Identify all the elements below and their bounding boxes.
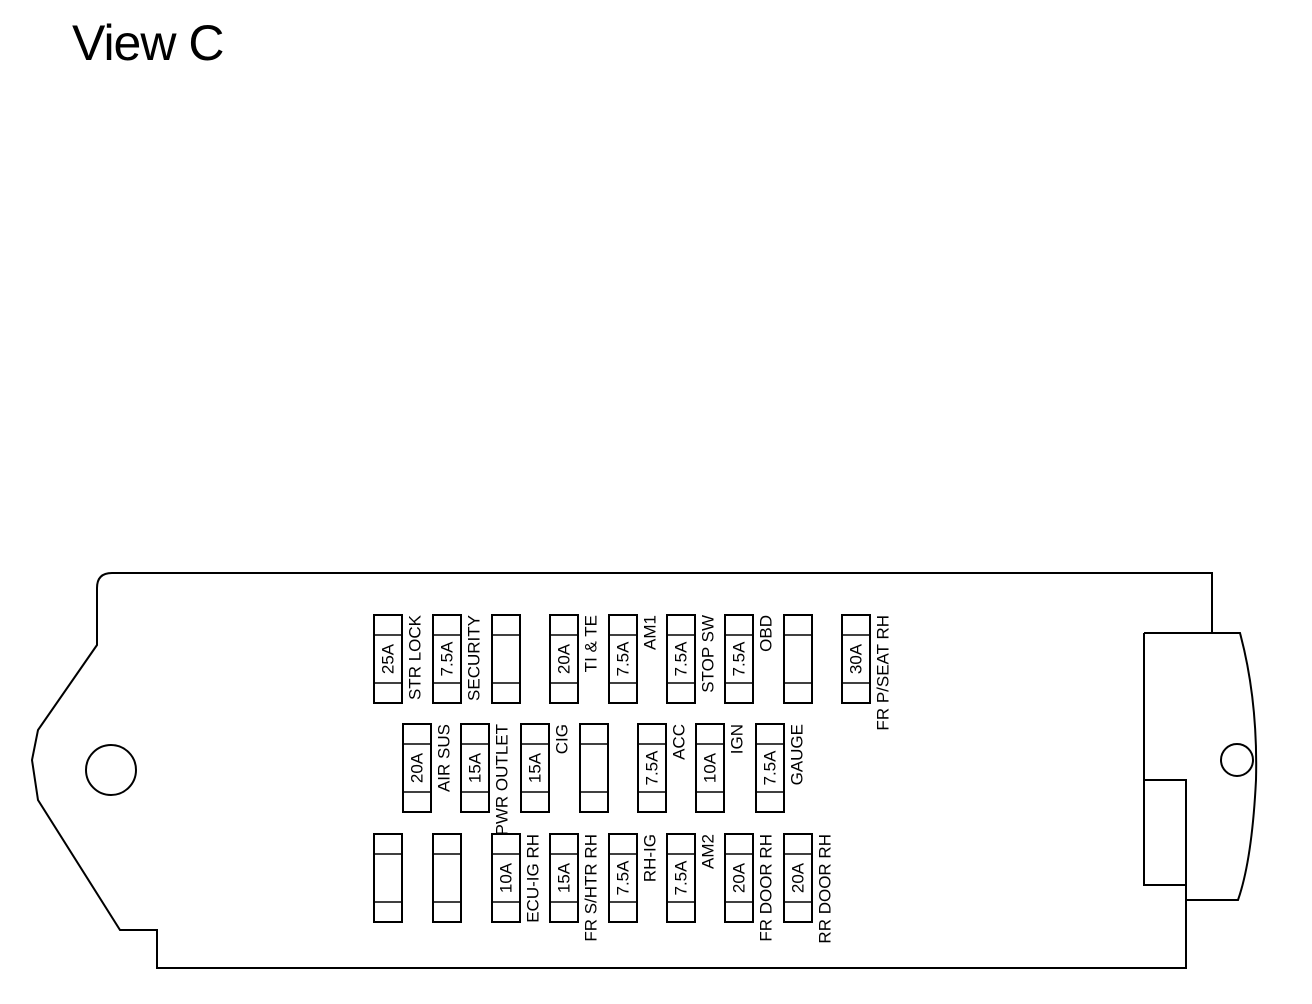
- fuse-slot: 7.5A STOP SW: [666, 614, 718, 704]
- fuse-body: [755, 723, 785, 813]
- fuse-amperage: 7.5A: [643, 750, 662, 786]
- fuse-body: [460, 723, 490, 813]
- fuse-body: [491, 614, 521, 704]
- fuse-circuit-label: RH-IG: [641, 834, 660, 882]
- fuse-slot: 15A FR S/HTR RH: [549, 833, 601, 942]
- fuse-slot: 25A STR LOCK: [373, 614, 425, 704]
- fuse-body: [402, 723, 432, 813]
- fuse-amperage: 15A: [466, 752, 485, 783]
- fuse-slot: [432, 833, 462, 923]
- fuse-amperage: 10A: [701, 752, 720, 783]
- fuse-slot: 10A ECU-IG RH: [491, 833, 543, 923]
- fuse-circuit-label: TI & TE: [582, 615, 601, 672]
- fuse-amperage: 20A: [730, 862, 749, 893]
- fuse-circuit-label: STR LOCK: [406, 614, 425, 700]
- fuse-body: [520, 723, 550, 813]
- fuse-body: [783, 614, 813, 704]
- fuse-amperage: 20A: [789, 862, 808, 893]
- fuse-circuit-label: IGN: [728, 724, 747, 754]
- fuse-circuit-label: CIG: [553, 724, 572, 754]
- fuse-slot: 15A CIG: [520, 723, 572, 813]
- fuse-body: [666, 614, 696, 704]
- fuse-slot: 20A TI & TE: [549, 614, 601, 704]
- fuse-body: [373, 833, 403, 923]
- fuse-body: [432, 614, 462, 704]
- fuse-circuit-label: AIR SUS: [435, 724, 454, 792]
- fuse-circuit-label: STOP SW: [699, 615, 718, 693]
- fuse-circuit-label: SECURITY: [465, 615, 484, 701]
- fuse-slot: [373, 833, 403, 923]
- fuse-amperage: 20A: [555, 643, 574, 674]
- fuse-body: [491, 833, 521, 923]
- fuse-circuit-label: PWR OUTLET: [493, 724, 512, 835]
- fuse-body: [724, 614, 754, 704]
- fuse-circuit-label: ECU-IG RH: [524, 834, 543, 923]
- fuse-box-outline: [30, 572, 1258, 969]
- fuse-body: [666, 833, 696, 923]
- fuse-body: [608, 614, 638, 704]
- fuse-slot: 7.5A OBD: [724, 614, 776, 704]
- fuse-amperage: 7.5A: [614, 860, 633, 896]
- fuse-body: [724, 833, 754, 923]
- fuse-body: [549, 833, 579, 923]
- fuse-amperage: 7.5A: [761, 750, 780, 786]
- fuse-body: [549, 614, 579, 704]
- fuse-circuit-label: AM1: [641, 615, 660, 650]
- fuse-body: [373, 614, 403, 704]
- fuse-circuit-label: FR P/SEAT RH: [874, 615, 893, 731]
- fuse-body: [695, 723, 725, 813]
- fuse-slot: 10A IGN: [695, 723, 747, 813]
- housing-right-clip: [1143, 632, 1240, 900]
- diagram-title: View C: [72, 15, 224, 71]
- fuse-amperage: 20A: [408, 752, 427, 783]
- fuse-slot: [579, 723, 609, 813]
- fuse-slot: 7.5A RH-IG: [608, 833, 660, 923]
- mounting-hole-left: [85, 744, 137, 796]
- fuse-circuit-label: AM2: [699, 834, 718, 869]
- fuse-slot: 15A PWR OUTLET: [460, 723, 512, 835]
- fuse-body: [841, 614, 871, 704]
- fuse-circuit-label: GAUGE: [788, 724, 807, 785]
- fuse-amperage: 7.5A: [614, 641, 633, 677]
- fuse-slot: 30A FR P/SEAT RH: [841, 614, 893, 731]
- fuse-amperage: 15A: [555, 862, 574, 893]
- fuse-amperage: 7.5A: [672, 641, 691, 677]
- fuse-body: [579, 723, 609, 813]
- fuse-circuit-label: ACC: [670, 724, 689, 760]
- fuse-slot: 20A RR DOOR RH: [783, 833, 835, 944]
- fuse-slot: 20A FR DOOR RH: [724, 833, 776, 942]
- fuse-amperage: 7.5A: [672, 860, 691, 896]
- fuse-amperage: 7.5A: [438, 641, 457, 677]
- fuse-slot: [491, 614, 521, 704]
- fuse-slot: [783, 614, 813, 704]
- fuse-amperage: 30A: [847, 643, 866, 674]
- fuse-slot: 7.5A AM1: [608, 614, 660, 704]
- mounting-hole-right: [1220, 743, 1254, 777]
- fuse-slot: 7.5A AM2: [666, 833, 718, 923]
- fuse-circuit-label: FR DOOR RH: [757, 834, 776, 942]
- fuse-slot: 7.5A GAUGE: [755, 723, 807, 813]
- fuse-amperage: 25A: [379, 643, 398, 674]
- fuse-amperage: 7.5A: [730, 641, 749, 677]
- fuse-slot: 7.5A ACC: [637, 723, 689, 813]
- housing-body: [30, 572, 1258, 969]
- fuse-circuit-label: FR S/HTR RH: [582, 834, 601, 942]
- fuse-body: [432, 833, 462, 923]
- fuse-amperage: 10A: [497, 862, 516, 893]
- fuse-circuit-label: OBD: [757, 615, 776, 652]
- fuse-circuit-label: RR DOOR RH: [816, 834, 835, 944]
- fuse-slot: 7.5A SECURITY: [432, 614, 484, 704]
- fuse-body: [608, 833, 638, 923]
- fuse-body: [783, 833, 813, 923]
- fuse-body: [637, 723, 667, 813]
- fuse-amperage: 15A: [526, 752, 545, 783]
- fuse-slot: 20A AIR SUS: [402, 723, 454, 813]
